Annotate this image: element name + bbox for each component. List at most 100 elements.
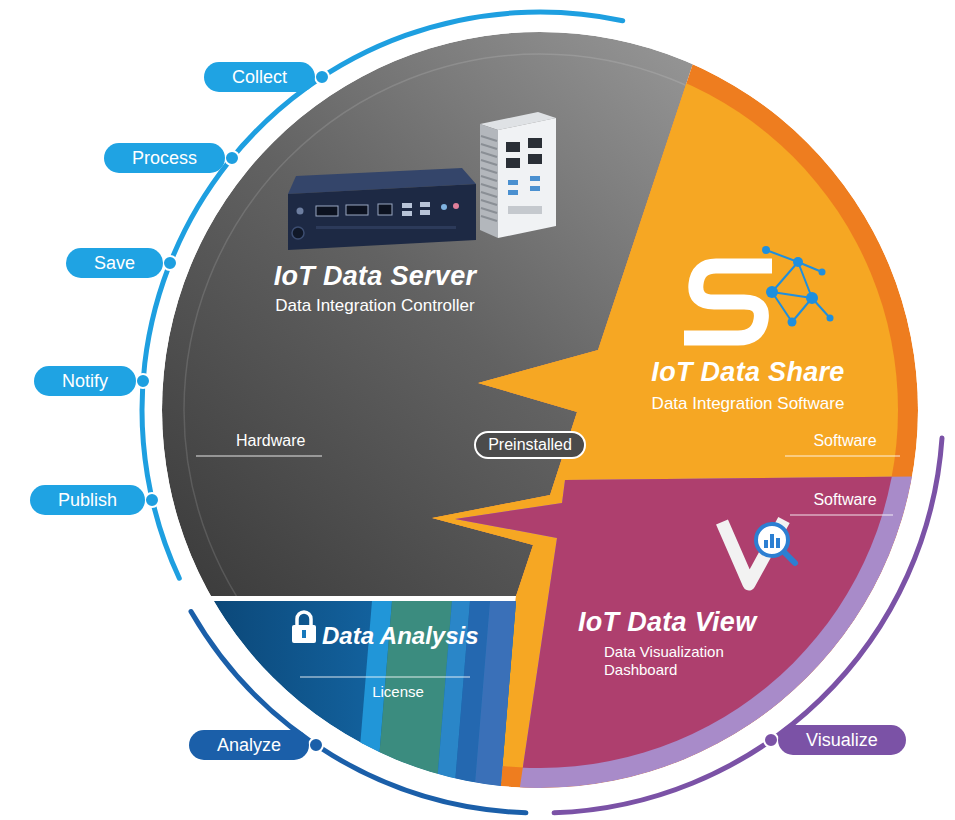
- step-pill: Process: [104, 143, 225, 173]
- divider-line: [300, 676, 470, 677]
- text-slot: Hardware: [236, 431, 305, 450]
- controller-illustration: [508, 206, 542, 214]
- segment-fill: [200, 600, 516, 788]
- segment-title: Data Integration Software: [652, 394, 845, 414]
- controller-illustration: [530, 186, 540, 191]
- segment-fill: [162, 32, 714, 596]
- controller-illustration: [297, 208, 304, 215]
- text-slot: Software: [813, 490, 876, 509]
- share-logo: [762, 246, 770, 254]
- ring-dot: [163, 256, 177, 270]
- ring-dot: [136, 374, 150, 388]
- license-stripe: [472, 601, 516, 788]
- controller-illustration: [498, 118, 556, 238]
- status-badge: Preinstalled: [474, 431, 586, 458]
- step-label: Publish: [58, 485, 117, 515]
- text-slot: Data Visualization Dashboard: [604, 643, 754, 679]
- controller-illustration: [420, 202, 430, 207]
- outer-ring: [142, 12, 942, 813]
- controller-illustration: [453, 203, 459, 209]
- divider-line: [196, 455, 322, 456]
- segment-fill: [200, 600, 516, 788]
- segment-title: Data Integration Controller: [275, 296, 474, 316]
- view-logo: [756, 524, 788, 556]
- ring-dot: [315, 70, 329, 84]
- segment-caption: License: [372, 683, 424, 701]
- controller-illustration: [530, 176, 540, 181]
- segment-band: [162, 32, 714, 596]
- step-pill: Collect: [204, 62, 315, 92]
- controller-illustration: [420, 210, 430, 215]
- segment-title: IoT Data Server: [274, 260, 477, 292]
- controller-illustration: [506, 158, 520, 168]
- controller-illustration: [378, 204, 392, 215]
- controller-illustration: [508, 180, 518, 185]
- share-logo: [793, 257, 803, 267]
- controller-illustration: [402, 211, 412, 216]
- controller-illustration: [316, 226, 456, 229]
- ring-dot: [145, 493, 159, 507]
- controller-illustration: [528, 138, 542, 148]
- ring-dot: [225, 151, 239, 165]
- segment-caption: Software: [813, 431, 876, 450]
- lock-icon: [302, 630, 306, 638]
- step-pill: Publish: [30, 485, 145, 515]
- view-logo: [764, 540, 768, 548]
- lock-icon: [292, 625, 316, 643]
- view-logo: [770, 534, 774, 548]
- controller-illustration: [402, 203, 412, 208]
- text-slot: License: [372, 683, 424, 701]
- step-pill: Notify: [34, 366, 136, 396]
- controller-illustration: [480, 124, 498, 238]
- hardware-segment: IoT Data ServerData Integration Controll…: [162, 32, 714, 596]
- step-label: Visualize: [806, 725, 878, 755]
- controller-illustration: [528, 154, 542, 164]
- segment-title: IoT Data View: [578, 606, 756, 638]
- controller-illustration: [506, 142, 520, 152]
- text-slot: Data Integration Controller: [275, 296, 474, 316]
- controller-illustration: [316, 206, 338, 216]
- segment-fill: [455, 476, 918, 788]
- segment-fill: [455, 476, 918, 788]
- step-label: Notify: [62, 366, 108, 396]
- share-logo: [766, 286, 778, 298]
- step-label: Collect: [232, 62, 287, 92]
- step-label: Analyze: [217, 730, 281, 760]
- segment-fill: [162, 32, 714, 596]
- segment-caption: Hardware: [236, 431, 305, 450]
- controller-illustration: [288, 184, 476, 250]
- controller-illustration: [481, 136, 497, 221]
- step-pill: Analyze: [189, 730, 309, 760]
- segment-body: [182, 52, 714, 596]
- controller-illustration: [292, 227, 304, 239]
- ring-dot: [764, 733, 778, 747]
- text-slot: IoT Data Server: [274, 260, 477, 292]
- share-logo: [819, 269, 826, 276]
- divider-line: [790, 514, 893, 515]
- controller-illustration: [346, 205, 368, 215]
- text-slot: Data Integration Software: [652, 394, 845, 414]
- controller-illustration: [441, 204, 447, 210]
- segment-title: Data Analysis: [322, 622, 479, 651]
- step-pill: Save: [66, 248, 163, 278]
- controller-illustration: [508, 190, 518, 195]
- badge-label: Preinstalled: [488, 435, 572, 454]
- text-slot: Data Analysis: [322, 622, 479, 651]
- step-label: Save: [94, 248, 135, 278]
- share-logo: [788, 318, 797, 327]
- text-slot: IoT Data Share: [651, 356, 844, 388]
- segment-title: IoT Data Share: [651, 356, 844, 388]
- ring-dot: [309, 738, 323, 752]
- share-logo: [806, 292, 818, 304]
- text-slot: IoT Data View: [578, 606, 756, 638]
- segment-band: [455, 476, 918, 788]
- step-pill: Visualize: [778, 725, 906, 755]
- step-label: Process: [132, 143, 197, 173]
- view-logo: [776, 538, 780, 548]
- segment-caption: Data Visualization Dashboard: [604, 643, 754, 679]
- segment-caption: Software: [813, 490, 876, 509]
- text-slot: Software: [813, 431, 876, 450]
- divider-line: [785, 455, 900, 456]
- share-logo: [827, 315, 834, 322]
